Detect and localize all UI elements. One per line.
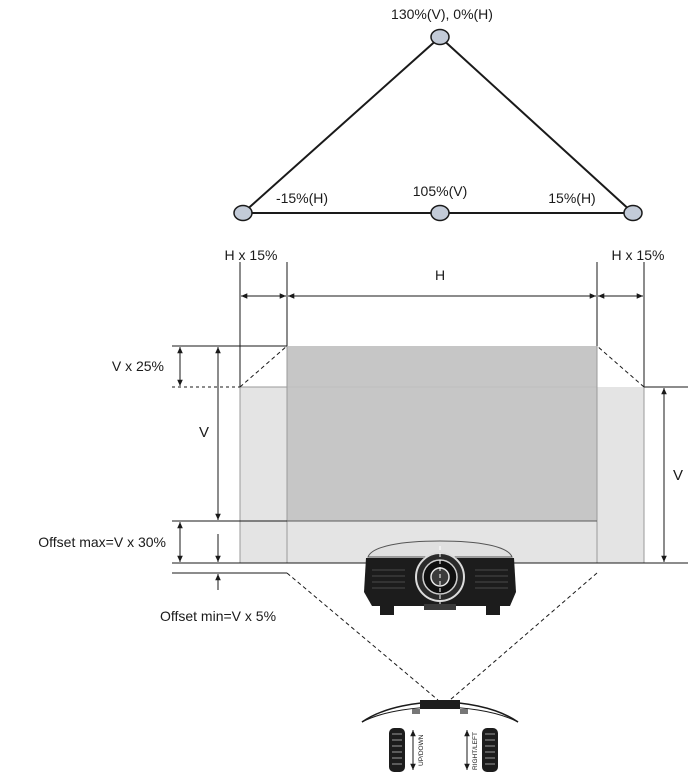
node-right	[623, 204, 643, 222]
node-center	[430, 204, 450, 222]
main-screen	[287, 346, 597, 521]
offset-min-label: Offset min=V x 5%	[160, 608, 276, 624]
corner-dash-top-left	[239, 345, 288, 388]
projection-cone-left	[286, 572, 439, 701]
v-left-label: V	[199, 424, 209, 441]
projector-foot-left	[380, 606, 394, 615]
projector-top-outline-inner	[361, 706, 519, 723]
horizontal-dimensions: H x 15% H H x 15%	[225, 247, 665, 387]
projection-cone-right	[449, 572, 598, 701]
projector-foot-right	[486, 606, 500, 615]
lens-tab-right	[460, 709, 468, 714]
center-point-label: 105%(V)	[413, 183, 467, 199]
shift-range-triangle: 130%(V), 0%(H) -15%(H) 105%(V) 15%(H)	[233, 6, 643, 222]
h-right-label: H x 15%	[612, 247, 665, 263]
left-point-label: -15%(H)	[276, 190, 328, 206]
corner-dash-top-right	[596, 345, 645, 388]
up-down-knob-icon[interactable]	[389, 728, 405, 772]
node-top	[430, 28, 450, 46]
offset-max-label: Offset max=V x 30%	[38, 534, 166, 550]
shifted-screen-area-right	[597, 387, 644, 563]
shifted-screen-area-left	[240, 387, 287, 563]
lens-shift-controls: UP/DOWN RIGHT/LEFT	[361, 700, 519, 772]
vertical-dimensions: V x 25% V Offset max=V x 30% Offset min=…	[38, 345, 688, 624]
right-left-label: RIGHT/LEFT	[472, 732, 479, 770]
node-left	[233, 204, 253, 222]
projector-front-illustration	[286, 540, 598, 701]
h-label: H	[435, 267, 445, 283]
up-down-label: UP/DOWN	[418, 734, 425, 766]
v-25-label: V x 25%	[112, 358, 164, 374]
projector-front-panel	[424, 604, 456, 610]
projection-screens	[239, 345, 645, 563]
lens-top-view	[420, 700, 460, 709]
right-left-knob-icon[interactable]	[482, 728, 498, 772]
lens-tab-left	[412, 709, 420, 714]
h-left-label: H x 15%	[225, 247, 278, 263]
v-right-label: V	[673, 467, 683, 484]
right-point-label: 15%(H)	[548, 190, 595, 206]
top-point-label: 130%(V), 0%(H)	[391, 6, 493, 22]
